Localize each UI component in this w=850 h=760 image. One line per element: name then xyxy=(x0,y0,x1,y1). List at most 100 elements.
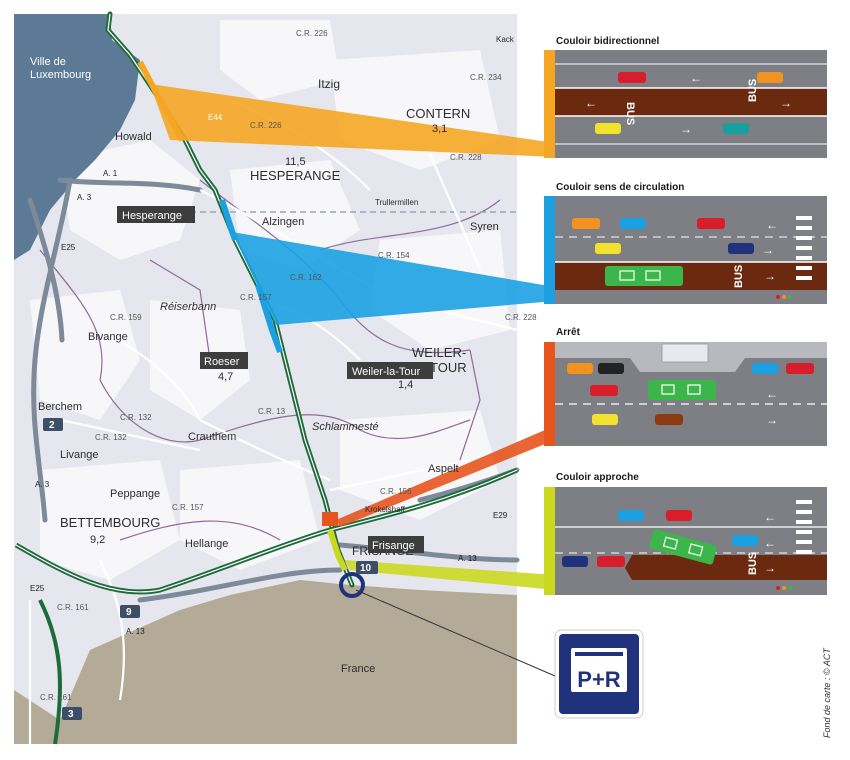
road-label: C.R. 161 xyxy=(57,603,89,612)
town-label: Livange xyxy=(60,449,99,461)
town-label: WEILER- xyxy=(412,345,466,360)
road-label: A. 3 xyxy=(35,480,50,489)
town-label: Syren xyxy=(470,221,499,233)
panel-title-approche: Couloir approche xyxy=(556,472,639,483)
town-label: 3,1 xyxy=(432,123,447,135)
road-label: A. 13 xyxy=(458,554,477,563)
town-label: Bivange xyxy=(88,331,128,343)
segment-sens-2 xyxy=(255,284,283,354)
panel-sens-circulation: ← → → BUS xyxy=(544,196,827,304)
town-label: Schlammesté xyxy=(312,421,379,433)
pr-leader-line xyxy=(355,589,556,677)
road-label: C.R. 132 xyxy=(120,413,152,422)
road-label: C.R. 228 xyxy=(450,153,482,162)
road-label: C.R. 226 xyxy=(296,29,328,38)
highways xyxy=(27,177,520,603)
town-label: HESPERANGE xyxy=(250,168,341,183)
road-label: A. 13 xyxy=(126,627,145,636)
town-label: Peppange xyxy=(110,488,160,500)
town-label: 11,5 xyxy=(285,156,306,168)
town-label: Krokelshaff xyxy=(365,505,406,514)
town-label: 1,4 xyxy=(398,379,413,391)
map-credit: Fond de carte : © ACT xyxy=(822,648,832,738)
bus-marking: BUS xyxy=(747,552,759,575)
town-labels: Ville de Luxembourg Howald Itzig CONTERN… xyxy=(30,35,515,675)
town-label: Kack xyxy=(496,35,515,44)
junction-label: 2 xyxy=(49,420,55,431)
junction-label: 10 xyxy=(360,563,372,574)
pr-sign: P+R xyxy=(554,629,644,719)
road-label: C.R. 226 xyxy=(250,121,282,130)
town-label: 4,7 xyxy=(218,371,233,383)
road-label: C.R. 157 xyxy=(240,293,272,302)
svg-text:→: → xyxy=(762,243,774,257)
junction-label: 3 xyxy=(68,709,74,720)
town-label: CONTERN xyxy=(406,106,470,121)
svg-text:→: → xyxy=(764,561,776,575)
segment-approche xyxy=(327,529,348,572)
panel-bidirectionnel: ← → ← → BUS BUS xyxy=(544,50,827,158)
road-label: A. 3 xyxy=(77,193,92,202)
town-label: Réiserbann xyxy=(160,301,216,313)
svg-text:←: ← xyxy=(764,536,776,550)
panel-approche: ← ← → BUS xyxy=(544,487,827,595)
panel-title-arret: Arrêt xyxy=(556,327,580,338)
bus-marking: BUS xyxy=(733,265,745,288)
segment-arret xyxy=(322,512,338,526)
road-label: C.R. 157 xyxy=(172,503,204,512)
svg-text:←: ← xyxy=(764,510,776,524)
svg-text:←: ← xyxy=(766,218,778,232)
junction-label: 9 xyxy=(126,607,132,618)
road-label: E25 xyxy=(30,584,45,593)
beam-approche xyxy=(345,560,555,590)
road-label: E25 xyxy=(61,243,76,252)
road-label: C.R. 132 xyxy=(95,433,127,442)
road-label: E44 xyxy=(208,113,223,122)
town-label: Ville de xyxy=(30,56,66,68)
line-tag: Roeser xyxy=(204,356,240,368)
town-label: TOUR xyxy=(430,360,467,375)
town-label: Trullermillen xyxy=(375,198,418,207)
pr-location-marker xyxy=(339,572,365,598)
town-label: BETTEMBOURG xyxy=(60,515,160,530)
road-label: E29 xyxy=(493,511,508,520)
beam-arret xyxy=(336,430,555,527)
pr-sign-text: P+R xyxy=(577,667,621,692)
line-tags: Hesperange Roeser Weiler-la-Tour Frisang… xyxy=(117,206,433,553)
svg-text:→: → xyxy=(680,122,692,136)
road-label: C.R. 154 xyxy=(378,251,410,260)
green-route-south xyxy=(38,599,62,745)
junction-markers: 2 9 10 3 xyxy=(43,418,378,720)
france-area xyxy=(14,580,517,744)
svg-text:→: → xyxy=(766,413,778,427)
town-label: Hellange xyxy=(185,538,228,550)
bus-marking: BUS xyxy=(747,79,759,102)
panel-title-bidirectionnel: Couloir bidirectionnel xyxy=(556,36,660,47)
road-label: C.R. 159 xyxy=(110,313,142,322)
road-label: C.R. 234 xyxy=(470,73,502,82)
svg-text:←: ← xyxy=(690,71,702,85)
town-label: Berchem xyxy=(38,401,82,413)
beam-bidirectionnel xyxy=(150,84,555,157)
svg-text:→: → xyxy=(764,269,776,283)
road-label: A. 1 xyxy=(103,169,118,178)
svg-text:←: ← xyxy=(585,96,597,110)
panel-arret: ← → xyxy=(544,342,827,446)
town-label: Aspelt xyxy=(428,463,459,475)
road-label: C.R. 13 xyxy=(258,407,286,416)
svg-text:→: → xyxy=(780,96,792,110)
bus-marking: BUS xyxy=(624,102,636,125)
town-label: Itzig xyxy=(318,77,340,91)
town-label: Crauthem xyxy=(188,431,236,443)
road-label: C.R. 228 xyxy=(505,313,537,322)
road-label: C.R. 162 xyxy=(290,273,322,282)
svg-text:←: ← xyxy=(766,387,778,401)
line-tag: Weiler-la-Tour xyxy=(352,366,421,378)
road-labels: A. 1 A. 3 E25 E25 E44 A. 3 A. 13 A. 13 E… xyxy=(30,29,537,702)
line-tag: Hesperange xyxy=(122,210,182,222)
green-route-rail-inner xyxy=(15,469,518,593)
town-label: France xyxy=(341,663,375,675)
beam-sens xyxy=(232,232,555,325)
road-label: C.R. 161 xyxy=(40,693,72,702)
